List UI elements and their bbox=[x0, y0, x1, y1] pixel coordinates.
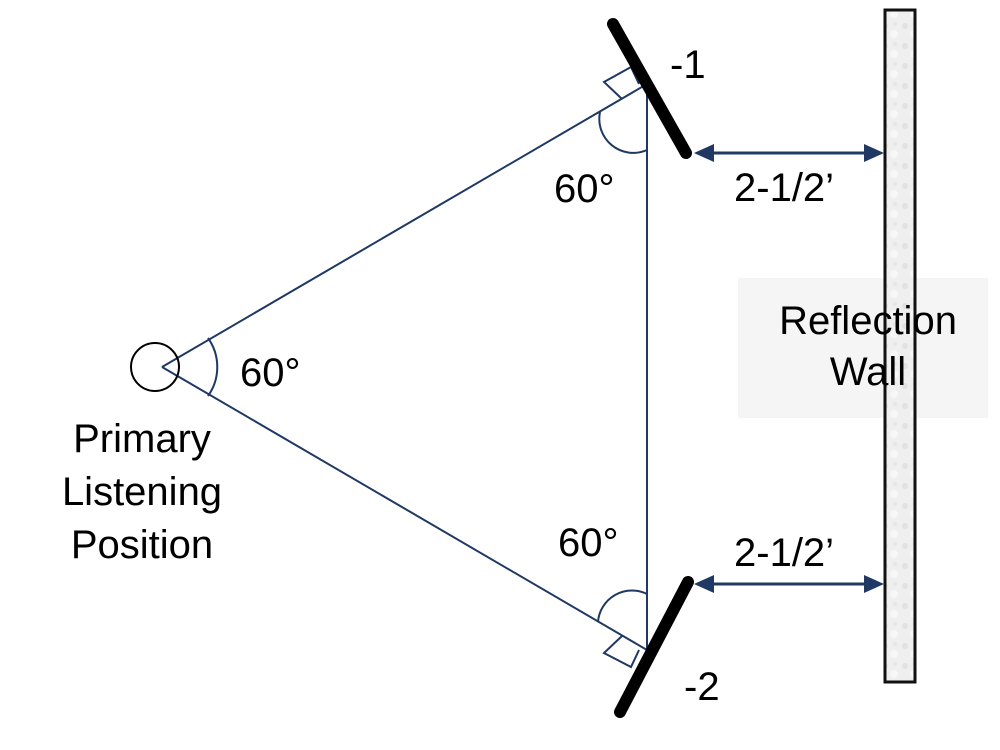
listener-angle-label: 60° bbox=[240, 351, 301, 395]
listener-angle-arc bbox=[207, 337, 219, 397]
speaker-1-angle-label: 60° bbox=[554, 167, 615, 211]
wall-label-line-1: Reflection bbox=[779, 299, 957, 343]
speaker-1-label: -1 bbox=[670, 43, 706, 87]
speaker-2-right-angle-marker bbox=[602, 635, 640, 669]
wall-label-background bbox=[738, 278, 988, 418]
line-listener-to-speaker-2 bbox=[161, 366, 648, 651]
speaker-2-angle-label: 60° bbox=[558, 521, 619, 565]
speaker-2-label: -2 bbox=[684, 665, 720, 709]
speaker-1-right-angle-marker bbox=[602, 65, 640, 100]
distance-top-label: 2-1/2’ bbox=[734, 166, 834, 210]
line-listener-to-speaker-1 bbox=[161, 83, 648, 368]
distance-arrow-bottom bbox=[694, 575, 884, 593]
speaker-2 bbox=[614, 576, 694, 718]
listener-label-line-3: Position bbox=[71, 523, 213, 567]
distance-arrow-top bbox=[694, 144, 884, 162]
wall-label-line-2: Wall bbox=[830, 350, 906, 394]
distance-bottom-label: 2-1/2’ bbox=[734, 531, 834, 575]
listener-position-icon bbox=[130, 342, 180, 392]
listener-label-line-1: Primary bbox=[73, 417, 211, 461]
reflection-wall bbox=[883, 8, 917, 684]
listener-label-line-2: Listening bbox=[62, 470, 222, 514]
speaker-2-angle-arc bbox=[597, 589, 648, 623]
speaker-1-angle-arc bbox=[598, 111, 648, 154]
speaker-1 bbox=[607, 18, 692, 159]
